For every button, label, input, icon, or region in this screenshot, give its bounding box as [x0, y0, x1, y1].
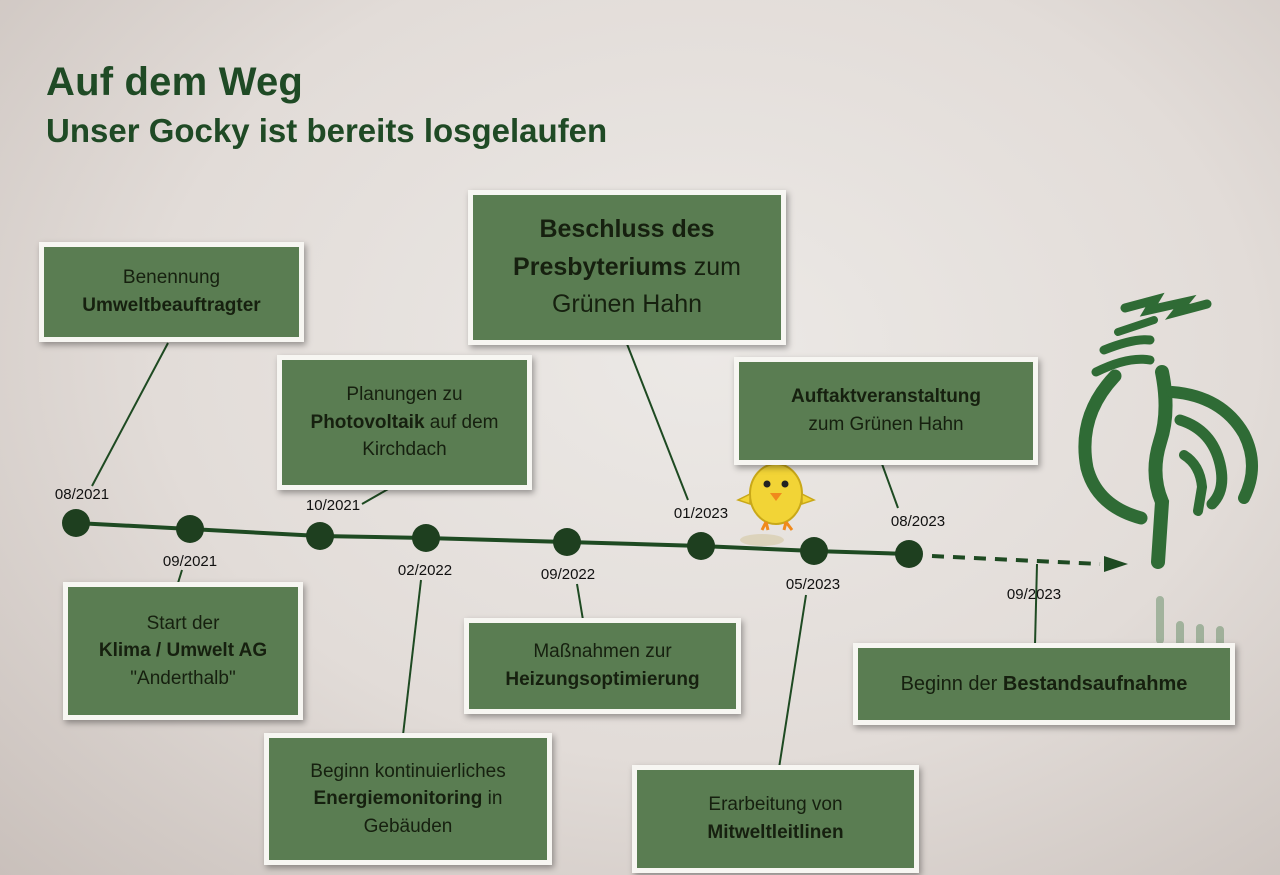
box-text: zum	[686, 252, 741, 281]
timeline-marker	[800, 537, 828, 565]
box-text: "Anderthalb"	[130, 667, 236, 689]
milestone-box-bestandsaufnahme: Beginn der Bestandsaufnahme	[853, 643, 1235, 725]
box-text: Planungen zu	[346, 384, 463, 406]
date-label: 10/2021	[305, 497, 361, 514]
timeline-line	[75, 521, 910, 556]
date-label: 08/2023	[890, 513, 946, 530]
box-text-bold: Photovoltaik	[310, 411, 425, 433]
box-text: Start der	[146, 612, 220, 634]
date-label: 09/2021	[162, 553, 218, 570]
connector-b5	[576, 583, 584, 621]
connector-b8	[881, 463, 899, 509]
box-text-bold: Presbyteriums	[513, 252, 687, 281]
connector-b7	[778, 594, 807, 769]
connector-b6	[626, 343, 689, 501]
timeline-future-arrow	[931, 554, 1101, 566]
timeline-marker	[687, 532, 715, 560]
box-text-bold: Umweltbeauftragter	[82, 295, 261, 316]
box-text: Maßnahmen zur	[533, 641, 672, 663]
arrow-head-icon	[1104, 556, 1128, 572]
connector-b4	[402, 579, 422, 736]
milestone-box-photovoltaik: Planungen zu Photovoltaik auf dem Kirchd…	[277, 355, 532, 490]
date-label: 09/2022	[540, 566, 596, 583]
box-text-bold: Beschluss des	[539, 215, 715, 244]
rooster-logo-icon	[1078, 292, 1258, 654]
box-text-bold: Heizungsoptimierung	[505, 669, 700, 690]
milestone-box-auftaktveranstaltung: Auftaktveranstaltung zum Grünen Hahn	[734, 357, 1038, 465]
box-text: zum Grünen Hahn	[808, 414, 964, 435]
date-label: 05/2023	[785, 576, 841, 593]
box-text-bold: Klima / Umwelt AG	[98, 640, 268, 662]
date-label: 01/2023	[673, 505, 729, 522]
milestone-box-presbyterium: Beschluss des Presbyteriums zum Grünen H…	[468, 190, 786, 345]
connector-b2	[177, 569, 183, 584]
box-text: Erarbeitung von	[708, 794, 843, 816]
box-text: Beginn kontinuierliches	[310, 760, 506, 782]
milestone-box-klima-ag: Start der Klima / Umwelt AG "Anderthalb"	[63, 582, 303, 720]
timeline-marker	[553, 528, 581, 556]
box-text: in	[482, 788, 503, 810]
date-label: 08/2021	[54, 486, 110, 503]
milestone-box-energiemonitoring: Beginn kontinuierliches Energiemonitorin…	[264, 733, 552, 865]
box-text: Kirchdach	[362, 439, 447, 461]
connector-b1	[91, 342, 169, 487]
box-text-bold: Energiemonitoring	[313, 788, 483, 810]
timeline-marker	[176, 515, 204, 543]
box-text-bold: Auftaktveranstaltung	[790, 386, 982, 408]
connector-b9	[1034, 563, 1038, 646]
connector-b3	[361, 487, 391, 505]
box-text-bold: Bestandsaufnahme	[1002, 672, 1188, 695]
milestone-box-mitweltleitlinen: Erarbeitung von Mitweltleitlinen	[632, 765, 919, 873]
timeline-marker	[62, 509, 90, 537]
milestone-box-heizungsoptimierung: Maßnahmen zur Heizungsoptimierung	[464, 618, 741, 714]
box-text: Grünen Hahn	[551, 290, 703, 319]
page-title: Auf dem Weg	[46, 60, 304, 104]
box-text: Beginn der	[900, 672, 1003, 695]
date-label: 02/2022	[397, 562, 453, 579]
box-text: auf dem	[424, 411, 499, 433]
date-label: 09/2023	[1006, 586, 1062, 603]
box-text-bold: Mitweltleitlinen	[707, 822, 844, 843]
box-text: Benennung	[122, 267, 221, 289]
timeline-marker	[895, 540, 923, 568]
timeline-marker	[412, 524, 440, 552]
timeline-marker	[306, 522, 334, 550]
milestone-box-umweltbeauftragter: Benennung Umweltbeauftragter	[39, 242, 304, 342]
box-text: Gebäuden	[363, 815, 453, 837]
page-subtitle: Unser Gocky ist bereits losgelaufen	[46, 112, 608, 149]
